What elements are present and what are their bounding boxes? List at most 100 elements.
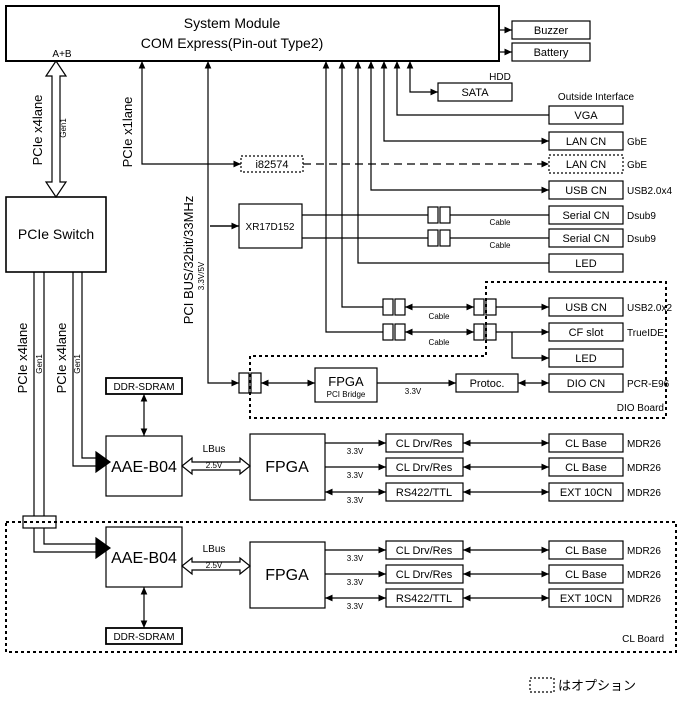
serial-cn-1-box	[548, 205, 624, 225]
aae-2-arrow-head	[95, 536, 112, 560]
lbus-1-label: LBus	[203, 444, 226, 455]
serial-conn-1a	[427, 206, 439, 224]
dsub9-1-label: Dsub9	[627, 211, 656, 222]
lower-lane-inner	[43, 528, 96, 545]
gbe-1-label: GbE	[627, 137, 647, 148]
sata-link	[406, 61, 438, 96]
cable-1-label: Cable	[490, 218, 511, 227]
true-ide-label: TrueIDE	[627, 328, 664, 339]
cl-upper-2-right: EXT 10CN	[560, 487, 612, 499]
dio-cn-label: DIO CN	[567, 378, 606, 390]
v33-5v-label: 3.3V/5V	[197, 261, 206, 290]
gen1-mid-label: Gen1	[73, 354, 82, 374]
dio-conn-a	[238, 372, 250, 394]
battery-label: Battery	[534, 47, 569, 59]
fpga-dio-label: FPGA	[328, 374, 364, 389]
gen1-top-label: Gen1	[59, 118, 68, 138]
cl-lower-0-spec: MDR26	[627, 546, 661, 557]
led-2-link	[511, 332, 549, 362]
system-module-subtitle: COM Express(Pin-out Type2)	[141, 35, 324, 51]
cable-2-label: Cable	[490, 241, 511, 250]
cf-conn-6a	[473, 323, 485, 341]
system-module-title: System Module	[184, 15, 281, 31]
aae-1-label: AAE-B04	[111, 459, 177, 476]
v25-1-label: 2.5V	[206, 461, 223, 470]
vga-label: VGA	[574, 110, 598, 122]
usb-conn-3a	[382, 298, 394, 316]
ddr-2-box	[105, 627, 183, 645]
system-module-box	[5, 5, 500, 62]
cl-upper-0-v: 3.3V	[347, 447, 364, 456]
xr17d152-label: XR17D152	[246, 222, 295, 233]
usb-cn-2-box	[548, 297, 624, 317]
lower-lane-outer	[33, 528, 96, 553]
serial-conn-1b	[439, 206, 451, 224]
lower-connector	[22, 515, 57, 529]
dio-conn-b	[250, 372, 262, 394]
sata-label: SATA	[461, 87, 489, 99]
hdd-label: HDD	[489, 72, 511, 83]
lan-cn-2-label: LAN CN	[566, 159, 606, 171]
usb-conn-4b	[485, 298, 497, 316]
cl-upper-0-left: CL Drv/Res	[396, 438, 453, 450]
cl-lower-0-right: CL Base	[565, 545, 607, 557]
cl-lower-0-v: 3.3V	[347, 554, 364, 563]
cl-lower-1-right: CL Base	[565, 569, 607, 581]
cl-lower-1-v: 3.3V	[347, 578, 364, 587]
serial-cn-2-box	[548, 228, 624, 248]
usb-conn-3b	[394, 298, 406, 316]
cable-4-label: Cable	[429, 338, 450, 347]
serial-cn-1-label: Serial CN	[562, 210, 609, 222]
cl-upper-1-v: 3.3V	[347, 471, 364, 480]
pcie-x1-line	[138, 61, 241, 168]
led-1-label: LED	[575, 258, 596, 270]
pci-bus-line	[204, 61, 239, 387]
dsub9-2-label: Dsub9	[627, 234, 656, 245]
fpga-2-box	[249, 541, 326, 609]
cl-lower-1-left: CL Drv/Res	[396, 569, 453, 581]
serial-conn-2b	[439, 229, 451, 247]
cl-upper-0-spec: MDR26	[627, 439, 661, 450]
led-1-link	[354, 61, 549, 264]
usb-2-bus	[338, 61, 383, 308]
ddr-2-label: DDR-SDRAM	[113, 632, 174, 643]
cf-slot-label: CF slot	[569, 327, 604, 339]
dio-board-label: DIO Board	[617, 403, 664, 414]
pci-bus-label: PCI BUS/32bit/33MHz	[181, 196, 196, 325]
cl-upper-1-left: CL Drv/Res	[396, 462, 453, 474]
lan-cn-2-box	[548, 154, 624, 174]
cl-board-frame	[5, 521, 677, 653]
cl-upper-1-spec: MDR26	[627, 463, 661, 474]
cl-lower-2-v: 3.3V	[347, 602, 364, 611]
aae-2-label: AAE-B04	[111, 550, 177, 567]
pci-bridge-label: PCI Bridge	[327, 390, 366, 399]
ddr-1-label: DDR-SDRAM	[113, 382, 174, 393]
pcie-switch-label: PCIe Switch	[18, 226, 94, 242]
lbus-2-label: LBus	[203, 544, 226, 555]
cl-lower-2-right: EXT 10CN	[560, 593, 612, 605]
v25-2-label: 2.5V	[206, 561, 223, 570]
lbus-1-arrow	[181, 456, 251, 476]
cl-lower-2-left: RS422/TTL	[396, 593, 452, 605]
dio-cn-box	[548, 373, 624, 393]
fpga-2-label: FPGA	[265, 567, 309, 584]
protoc-label: Protoc.	[470, 378, 505, 390]
pcie-x4-left-label: PCIe x4lane	[15, 323, 30, 394]
cf-slot-box	[548, 322, 624, 342]
legend-dashed-swatch	[529, 677, 555, 693]
cf-conn-5a	[382, 323, 394, 341]
usb-conn-4a	[473, 298, 485, 316]
pcie-lane-mid-outer	[72, 272, 96, 467]
cl-upper-0-right: CL Base	[565, 438, 607, 450]
usb-cn-2-label: USB CN	[565, 302, 607, 314]
pcr-e96-label: PCR-E96	[627, 379, 670, 390]
cl-lower-1-spec: MDR26	[627, 570, 661, 581]
gen1-left-label: Gen1	[35, 354, 44, 374]
pcie-switch-box	[5, 196, 107, 273]
cf-conn-6b	[485, 323, 497, 341]
aae-1-arrow-head	[95, 450, 112, 474]
v33-dio-label: 3.3V	[405, 387, 422, 396]
pcie-x4-top-label: PCIe x4lane	[30, 95, 45, 166]
usb-cn-1-label: USB CN	[565, 185, 607, 197]
